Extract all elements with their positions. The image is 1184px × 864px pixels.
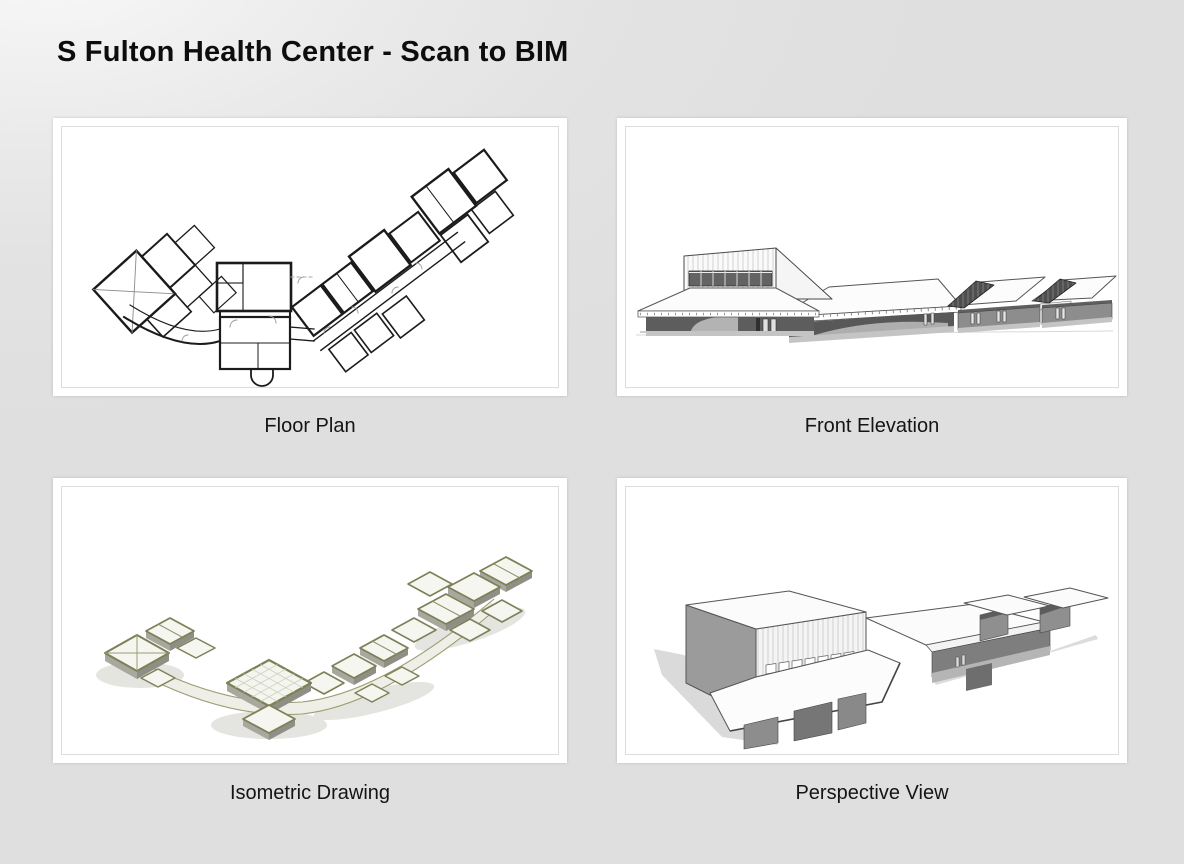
perspective-wing-b: [1023, 587, 1109, 634]
floor-plan-drawing: [91, 148, 515, 387]
elevation-gable-b: [1031, 275, 1117, 328]
floor-plan-panel: [53, 118, 567, 396]
perspective-caption: Perspective View: [795, 782, 949, 804]
plan-right-wing: [290, 148, 515, 373]
perspective-view-drawing: [654, 587, 1109, 750]
front-elevation-caption: Front Elevation: [804, 415, 940, 437]
plan-left-wing: [91, 224, 237, 339]
page-title: S Fulton Health Center - Scan to BIM: [57, 36, 569, 68]
iso-rooms: [104, 556, 533, 740]
front-elevation-panel: [617, 118, 1127, 396]
isometric-drawing-image: [96, 556, 533, 740]
floor-plan-frame: [61, 126, 559, 388]
perspective-wing-a: [963, 594, 1051, 642]
plan-door-arcs: [181, 262, 423, 342]
isometric-caption: Isometric Drawing: [229, 782, 391, 804]
isometric-panel: [53, 478, 567, 763]
perspective-entrance-box: [685, 590, 901, 750]
plan-central-block: [215, 261, 315, 387]
elevation-middle-wing: [777, 278, 962, 343]
iso-central-block: [225, 658, 313, 714]
isometric-frame: [61, 486, 559, 755]
elevation-entrance-block: [637, 247, 833, 336]
front-elevation-drawing: [635, 247, 1117, 343]
front-elevation-frame: [625, 126, 1119, 388]
perspective-panel: [617, 478, 1127, 763]
elevation-gable-a: [947, 276, 1046, 333]
perspective-frame: [625, 486, 1119, 755]
iso-corridor: [147, 598, 498, 716]
floor-plan-caption: Floor Plan: [264, 415, 356, 437]
